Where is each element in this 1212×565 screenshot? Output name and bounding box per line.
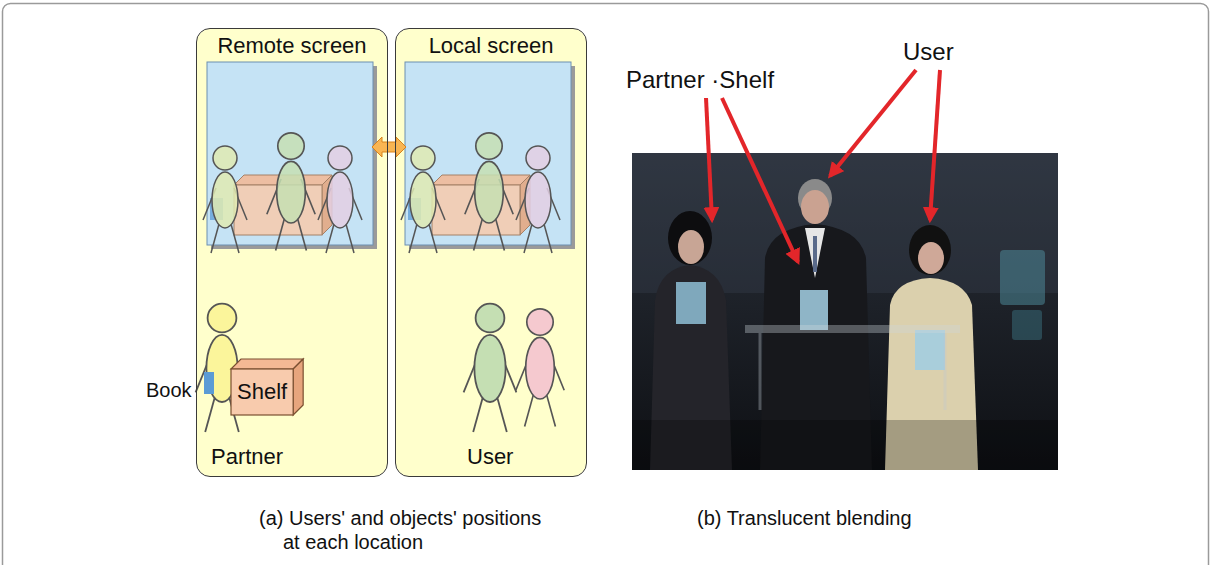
shelf-outline xyxy=(293,359,303,415)
shelf-outline xyxy=(231,369,293,415)
double-arrow xyxy=(372,137,406,157)
person-label: Partner xyxy=(211,444,283,470)
leader-arrow xyxy=(930,70,940,220)
photo xyxy=(1000,250,1045,305)
shelf-label: Shelf xyxy=(237,380,287,404)
person-figure xyxy=(516,309,564,427)
location-panel: Local screen xyxy=(395,28,587,477)
person-figure xyxy=(196,304,565,432)
panel-heading: Remote screen xyxy=(197,33,387,58)
object-label: Book xyxy=(146,378,192,402)
leader-arrow xyxy=(706,70,940,262)
panel-heading: Local screen xyxy=(396,33,586,58)
person-figure xyxy=(464,304,517,432)
photo xyxy=(745,325,960,333)
photo xyxy=(632,420,1058,470)
photo xyxy=(676,282,706,324)
photo xyxy=(632,153,1058,470)
book-symbol xyxy=(204,372,214,394)
photo xyxy=(632,153,1058,470)
subfigure-caption: (a) Users' and objects' positions at eac… xyxy=(259,506,551,554)
photo xyxy=(678,230,704,264)
subfigure-caption: (b) Translucent blending xyxy=(697,506,912,530)
shelf-box: Shelf xyxy=(231,359,303,415)
leader-arrow xyxy=(830,70,916,176)
screen-image xyxy=(401,62,575,253)
photo xyxy=(759,333,762,410)
photo xyxy=(813,236,817,272)
photo xyxy=(801,190,829,224)
panel-ground xyxy=(197,29,587,477)
photo xyxy=(918,242,944,274)
screen-image xyxy=(203,62,377,253)
screen-image xyxy=(203,62,575,253)
photo xyxy=(1012,310,1042,340)
leader-arrow xyxy=(706,98,712,220)
shelf-outline xyxy=(231,359,303,369)
photo xyxy=(668,211,712,265)
figure-frame xyxy=(3,4,1209,565)
callout-label: Partner ·Shelf xyxy=(626,66,774,95)
photo xyxy=(800,290,828,330)
callout-label: User xyxy=(903,38,954,67)
photo xyxy=(915,330,945,370)
photo xyxy=(944,333,947,410)
panel-ground xyxy=(197,29,388,477)
photo xyxy=(909,225,951,275)
leader-arrow xyxy=(722,98,798,262)
panel-ground xyxy=(396,29,587,477)
photo xyxy=(805,228,825,278)
person-label: User xyxy=(467,444,513,470)
location-panel: Shelf Remote screen xyxy=(196,28,388,477)
